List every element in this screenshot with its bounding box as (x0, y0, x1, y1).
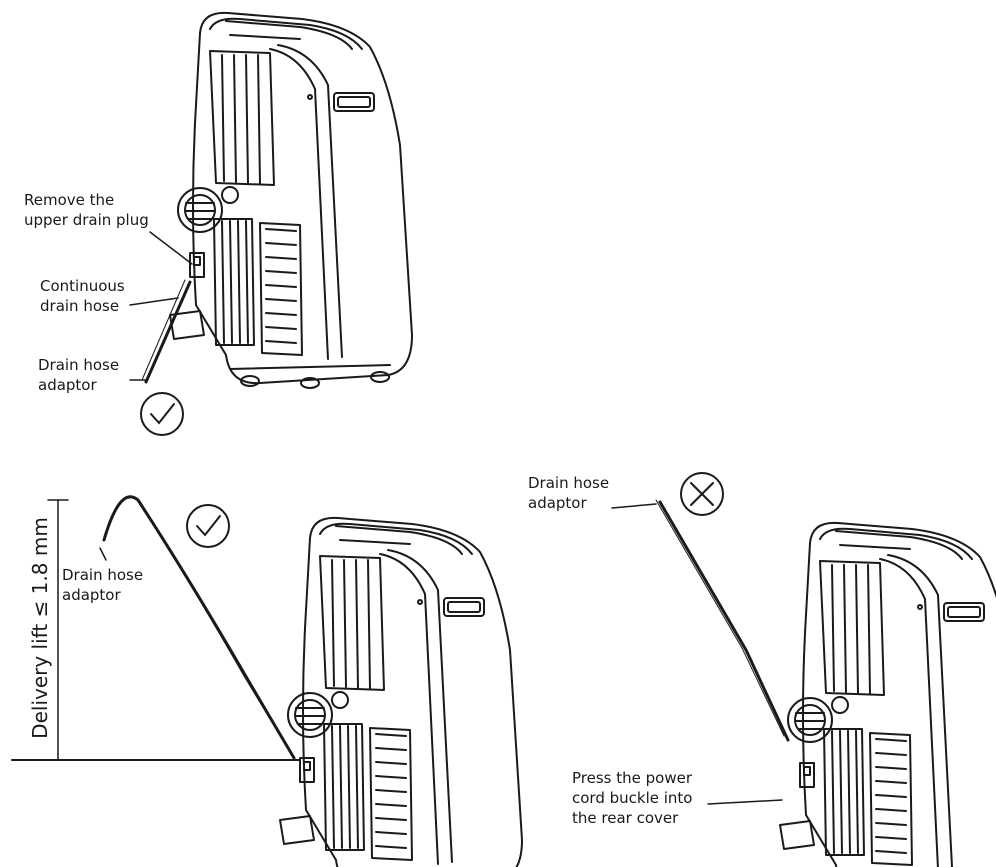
checkmark-circle-icon (140, 392, 184, 436)
drain-hose-bottom-right (658, 500, 790, 742)
label-continuous-drain-hose: Continuous drain hose (40, 277, 125, 315)
leader-remove-plug (149, 231, 193, 265)
leader-adaptor-bottom-left (99, 547, 107, 561)
drain-hose-top (144, 280, 192, 384)
label-drain-hose-adaptor-bottom-right: Drain hose adaptor (528, 474, 610, 512)
label-power-cord-buckle: Press the power cord buckle into the rea… (572, 769, 693, 827)
label-drain-hose-adaptor-bottom-left: Drain hose adaptor (62, 566, 144, 604)
label-drain-hose-adaptor-top: Drain hose adaptor (38, 356, 120, 394)
ac-unit-bottom-right (779, 521, 996, 867)
leader-adaptor-bottom-right (611, 503, 657, 509)
label-remove-upper-drain-plug: Remove the upper drain plug (24, 191, 149, 229)
drain-hose-bottom-left-edge (135, 497, 291, 753)
drain-hose-bottom-right-edge (655, 499, 785, 737)
ac-unit-bottom-left (279, 516, 523, 867)
leader-power-cord (707, 799, 783, 805)
ac-unit-top (169, 11, 413, 389)
drain-hose-bottom-left (102, 495, 296, 760)
checkmark-circle-icon (186, 504, 230, 548)
label-delivery-lift: Delivery lift ≤ 1.8 mm (28, 517, 52, 739)
cross-circle-icon (680, 472, 724, 516)
drain-hose-top-edge (141, 279, 186, 381)
leader-continuous-hose (129, 297, 179, 306)
